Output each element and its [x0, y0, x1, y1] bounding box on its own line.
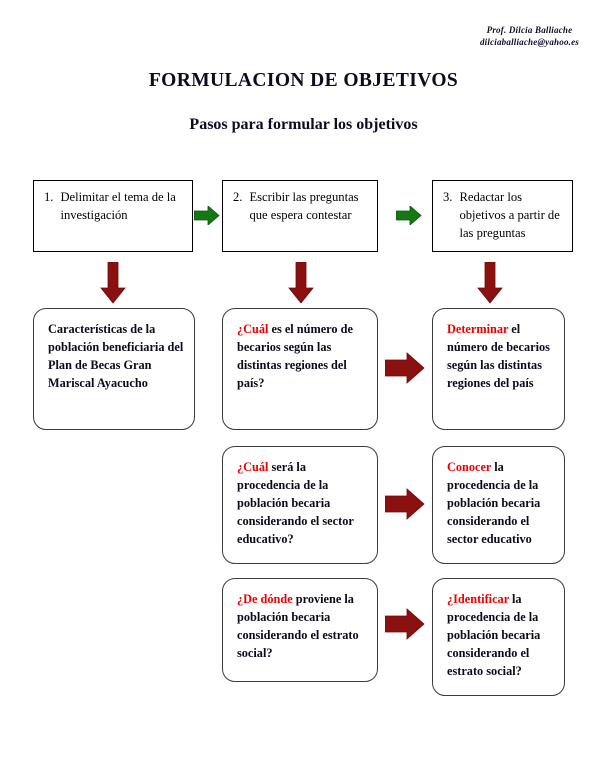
objective-text-1: el número de becarios según las distinta… [447, 322, 550, 390]
arrow-right-icon [384, 352, 425, 384]
arrow-right-icon [395, 205, 422, 226]
arrow-right-icon [384, 488, 425, 520]
objective-highlight-3: ¿Identificar [447, 592, 509, 606]
page-title: FORMULACION DE OBJETIVOS [148, 70, 459, 91]
question-box-1: ¿Cuál es el número de becarios según las… [222, 308, 378, 430]
objective-box-1: Determinar el número de becarios según l… [432, 308, 565, 430]
step-text-2: Escribir las preguntas que espera contes… [249, 190, 359, 222]
objective-highlight-1: Determinar [447, 322, 509, 336]
objective-highlight-2: Conocer [447, 460, 492, 474]
step-box-3: 3. Redactar los objetivos a partir de la… [432, 180, 573, 252]
arrow-right-icon [384, 608, 425, 640]
question-text-1: es el número de becarios según las disti… [237, 322, 353, 390]
characteristics-box: Características de la población benefici… [33, 308, 195, 430]
question-highlight-1: ¿Cuál [237, 322, 269, 336]
step-text-1: Delimitar el tema de la investigación [60, 190, 176, 222]
objective-box-2: Conocer la procedencia de la población b… [432, 446, 565, 564]
characteristics-text: Características de la población benefici… [48, 322, 184, 390]
objective-text-3: la procedencia de la población becaria c… [447, 592, 541, 678]
question-text-3: proviene la población becaria consideran… [237, 592, 359, 660]
objective-box-3: ¿Identificar la procedencia de la poblac… [432, 578, 565, 696]
question-text-2: será la procedencia de la población beca… [237, 460, 354, 546]
step-number-2: 2. [233, 190, 243, 204]
page-subtitle: Pasos para formular los objetivos [189, 116, 418, 133]
step-box-2: 2. Escribir las preguntas que espera con… [222, 180, 378, 252]
step-number-3: 3. [443, 190, 453, 204]
author-credit: Prof. Dilcia Balliache dilciaballiache@y… [480, 24, 579, 48]
arrow-down-icon [100, 261, 126, 304]
arrow-down-icon [288, 261, 314, 304]
step-box-1: 1. Delimitar el tema de la investigación [33, 180, 193, 252]
objective-text-2: la procedencia de la población becaria c… [447, 460, 541, 546]
step-text-3: Redactar los objetivos a partir de las p… [459, 190, 560, 240]
arrow-right-icon [193, 205, 220, 226]
arrow-down-icon [477, 261, 503, 304]
question-box-2: ¿Cuál será la procedencia de la població… [222, 446, 378, 564]
question-highlight-3: ¿De dónde [237, 592, 293, 606]
step-number-1: 1. [44, 190, 54, 204]
author-name: Prof. Dilcia Balliache [486, 25, 573, 35]
author-email: dilciaballiache@yahoo.es [479, 37, 579, 48]
question-highlight-2: ¿Cuál [237, 460, 269, 474]
question-box-3: ¿De dónde proviene la población becaria … [222, 578, 378, 682]
